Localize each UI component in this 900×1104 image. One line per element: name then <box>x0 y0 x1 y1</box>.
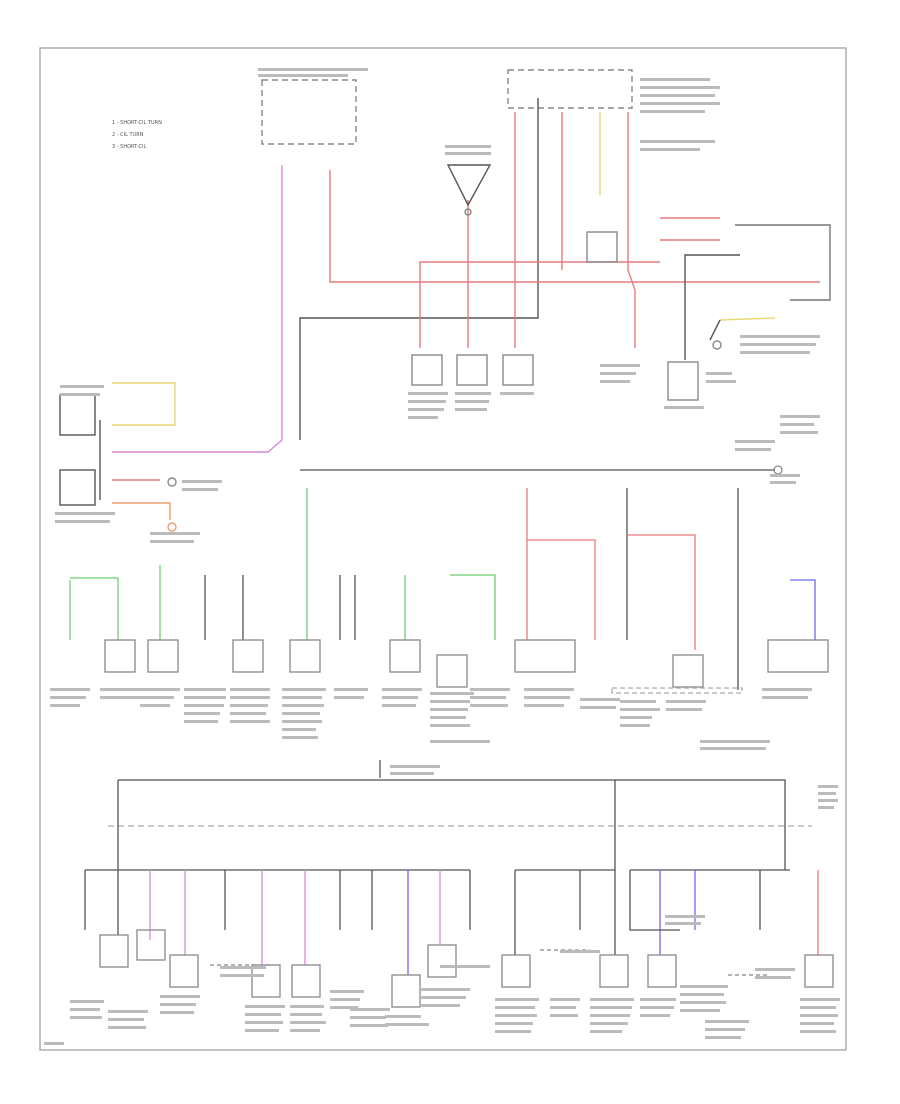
drop-v20 <box>629 870 680 931</box>
wire-black-relay <box>735 224 831 301</box>
component-box-t7 <box>59 469 96 506</box>
label-marks-top <box>55 68 820 543</box>
top-section <box>59 69 831 532</box>
component-b4 <box>251 964 281 998</box>
wire-green-c7 <box>450 574 496 640</box>
legend-item-3: 3 - SHORT-CIL <box>112 144 147 150</box>
component-b3 <box>169 954 199 988</box>
ground-symbol-top <box>464 208 472 216</box>
ground-symbol-left <box>167 477 177 487</box>
wire-black-c5 <box>339 575 356 640</box>
component-m2 <box>147 639 179 673</box>
component-box-t3 <box>502 354 534 386</box>
component-m7 <box>514 639 576 673</box>
component-box-t4 <box>586 231 618 263</box>
ground-symbol-right <box>712 340 722 350</box>
component-m5 <box>389 639 421 673</box>
component-box-t5 <box>667 361 699 401</box>
component-b5 <box>291 964 321 998</box>
wire-yellow-left <box>112 382 176 426</box>
component-box-t6 <box>59 394 96 436</box>
component-box-t1 <box>411 354 443 386</box>
component-m4 <box>289 639 321 673</box>
legend: 1 - SHORT-CIL TURN 2 - CIL TURN 3 - SHOR… <box>112 120 162 150</box>
wire-red-v4 <box>627 112 636 348</box>
component-m8 <box>672 654 704 688</box>
component-box-t2 <box>456 354 488 386</box>
wire-black-right <box>684 254 740 360</box>
component-b7 <box>427 944 457 978</box>
ground-symbol-left2 <box>167 522 177 532</box>
wire-green-c1 <box>69 577 119 640</box>
component-b8 <box>501 954 531 988</box>
middle-section <box>69 465 829 694</box>
component-b6 <box>391 974 421 1008</box>
drop-m3b <box>627 534 696 650</box>
legend-item-2: 2 - CIL TURN <box>112 132 144 138</box>
wire-red-left2 <box>112 502 171 520</box>
wire-blue-c8 <box>790 579 816 640</box>
wire-red-h1 <box>329 170 820 283</box>
component-m1 <box>104 639 136 673</box>
triangle-component <box>446 164 492 207</box>
bottom-section <box>84 760 834 1008</box>
component-m9 <box>767 639 829 673</box>
diagram-border <box>39 47 847 1051</box>
component-b10 <box>647 954 677 988</box>
component-m3 <box>232 639 264 673</box>
relay-box-top-left <box>261 79 357 145</box>
component-b9 <box>599 954 629 988</box>
label-marks-middle <box>50 440 812 750</box>
legend-item-1: 1 - SHORT-CIL TURN <box>112 120 162 126</box>
fuse-box-top-right <box>507 69 633 109</box>
wire-yellow-right <box>719 317 776 321</box>
wire-red-relay <box>660 217 720 241</box>
bus-middle-end <box>773 465 783 475</box>
label-marks-bottom <box>44 765 840 1045</box>
component-dash-m <box>611 687 743 694</box>
wire-red-h2 <box>419 261 660 348</box>
component-b11 <box>804 954 834 988</box>
wire-pink-main <box>112 165 283 453</box>
component-b1 <box>99 934 129 968</box>
component-m6 <box>436 654 468 688</box>
drop-m2b <box>527 539 596 640</box>
bus-bottom-top <box>118 779 786 790</box>
component-b2 <box>136 929 166 961</box>
wire-black-left <box>299 98 539 440</box>
